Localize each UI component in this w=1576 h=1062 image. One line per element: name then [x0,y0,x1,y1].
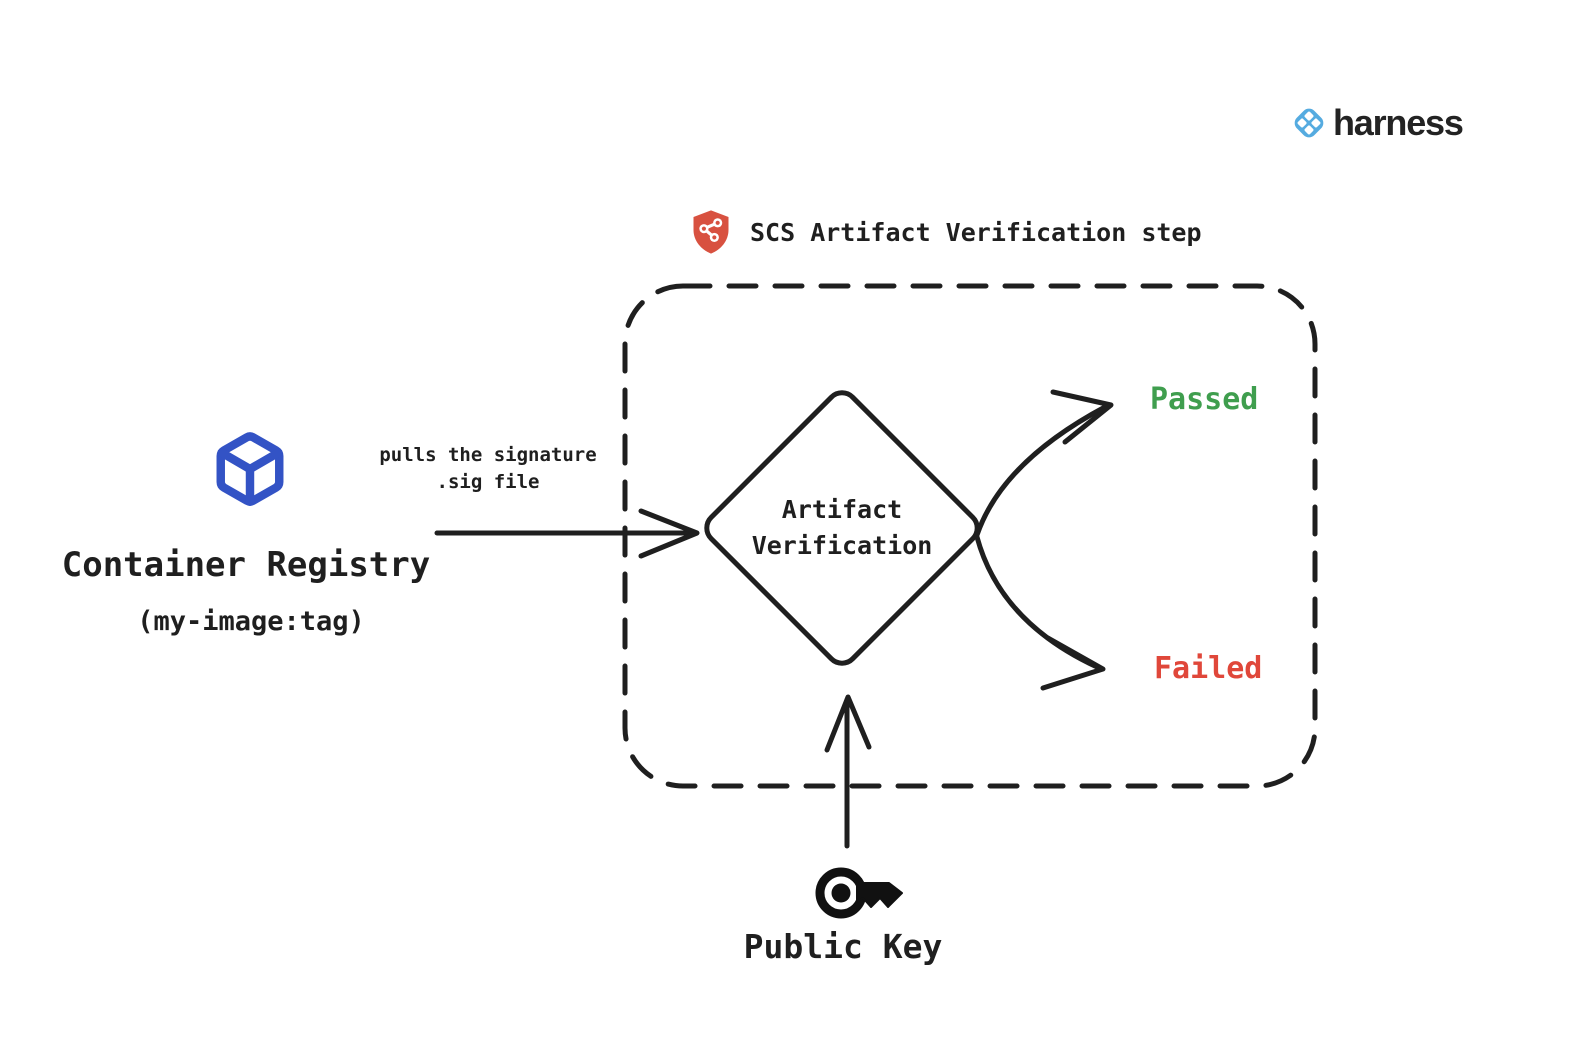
passed-arrow-line [974,404,1108,538]
failed-arrow-line [974,534,1100,670]
step-boundary-dashed-box [622,283,1318,789]
key-icon [815,867,903,919]
step-title-text: SCS Artifact Verification step [750,217,1202,247]
step-title: SCS Artifact Verification step [686,206,1202,258]
harness-diamond-icon [1294,108,1324,138]
outcome-failed-label: Failed [1154,651,1263,686]
decision-label-line2: Verification [751,531,933,560]
decision-diamond-shape [704,390,980,666]
failed-arrow-head [1040,635,1106,691]
cube-icon [211,426,289,512]
public-key-label: Public Key [743,927,943,966]
outcome-passed-label: Passed [1150,382,1259,417]
passed-arrow-head [1050,389,1114,445]
decision-diamond-label: Artifact Verification [752,492,933,564]
shield-network-icon [693,210,729,254]
container-registry-sublabel: (my-image:tag) [137,606,365,637]
pull-arrow-head [638,508,700,559]
pull-arrow-label-line1: pulls the signature [379,444,597,466]
harness-logo-text: harness [1333,102,1464,143]
harness-logo: harness [1290,102,1464,143]
container-registry-label: Container Registry [61,545,431,585]
pull-arrow-label-line2: .sig file [436,471,540,493]
pull-arrow-label: pulls the signature .sig file [379,442,596,496]
decision-label-line1: Artifact [781,495,903,524]
public-key-arrow-head [824,694,872,753]
